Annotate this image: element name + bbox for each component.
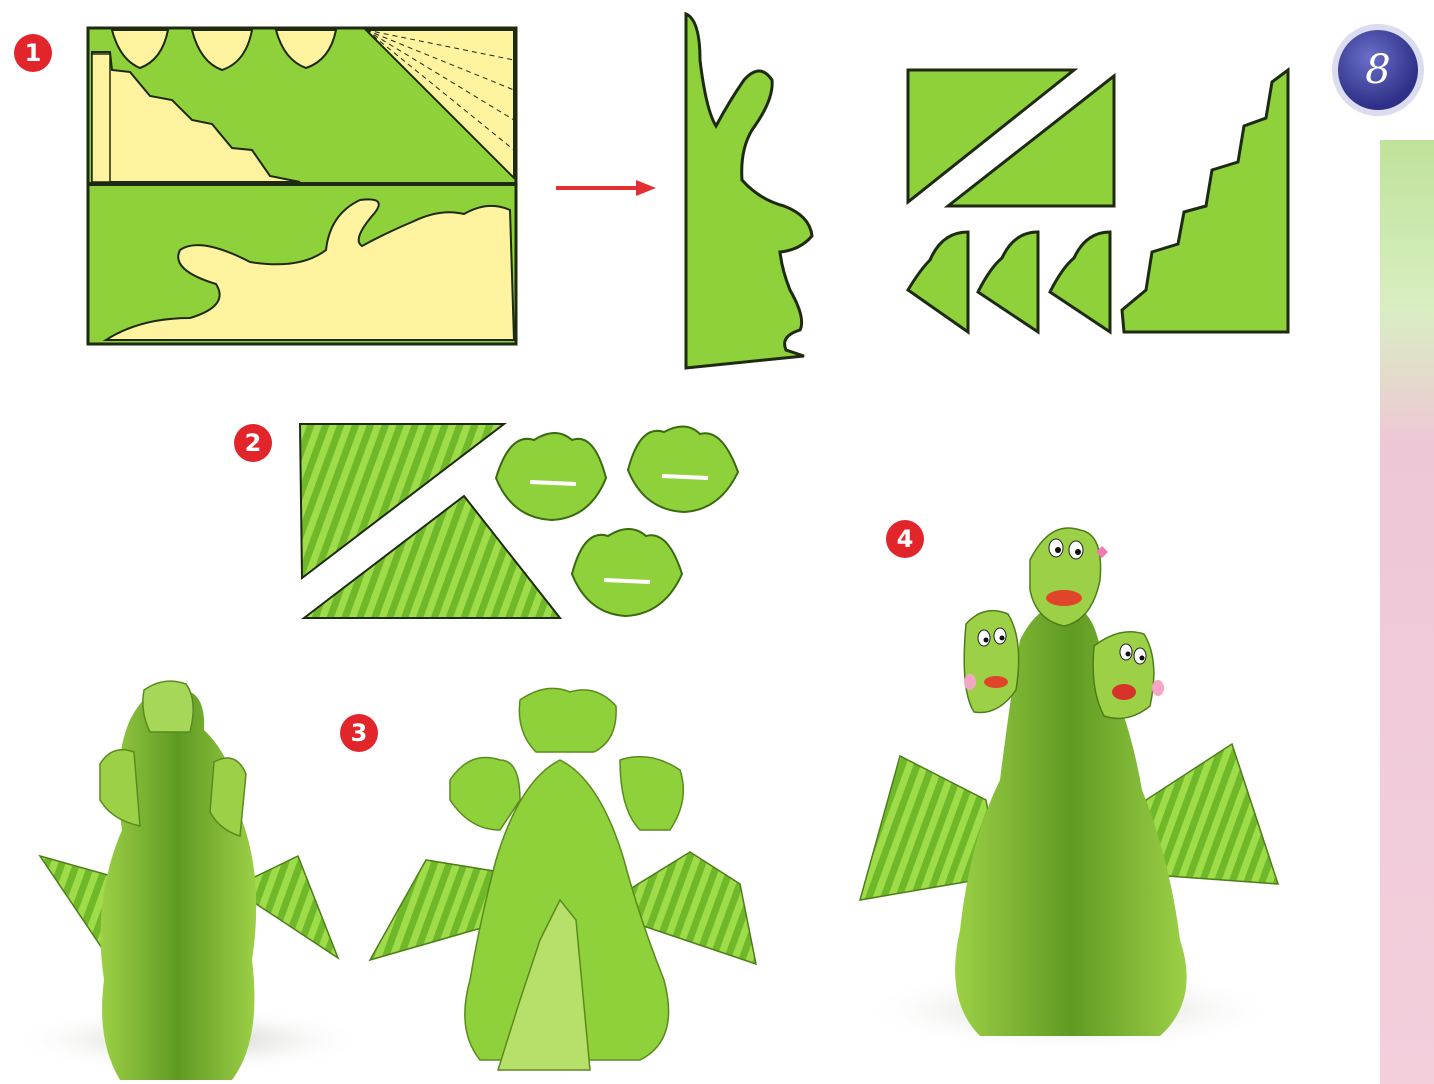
cut-body-piece (686, 14, 812, 368)
cut-head-pieces (908, 232, 1110, 332)
finished-three-headed-dragon (860, 528, 1280, 1052)
assembled-dragon-left (10, 681, 370, 1080)
template-sheet (88, 28, 516, 344)
arrow-icon (556, 180, 656, 196)
cut-staircase-piece (1122, 70, 1288, 332)
cut-triangles (908, 70, 1114, 206)
assembled-dragon-flat (370, 688, 756, 1070)
